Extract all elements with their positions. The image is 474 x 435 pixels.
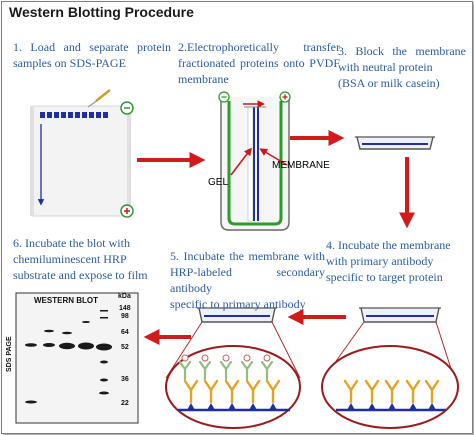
step-6-line-1: 6. Incubate the blot with [13, 236, 130, 250]
western-blot-film [15, 292, 139, 424]
step-6-text: 6. Incubate the blot with chemiluminesce… [13, 235, 163, 283]
sds-page-axis-label: SDS PAGE [6, 336, 13, 372]
gel-label: GEL [208, 177, 229, 188]
step-1-text: 1. Load and separate protein samples on … [13, 39, 171, 71]
western-blot-title: WESTERN BLOT [34, 296, 98, 305]
blot-bands [25, 310, 112, 404]
step-1-line-1: 1. Load and separate protein [13, 40, 171, 54]
flow-arrows [137, 130, 415, 345]
marker-52: 52 [121, 344, 129, 351]
transfer-tank [218, 91, 291, 231]
step-3-text: 3. Block the membrane with neutral prote… [338, 43, 466, 91]
primary-antibody-tray [359, 307, 441, 323]
sds-page-gel [30, 89, 134, 218]
membrane-proteins [187, 403, 436, 410]
step-2-line-1: 2.Electrophoretically transfer [178, 40, 340, 54]
step-2-line-2: fractionated proteins onto PVDF [178, 56, 340, 70]
gel-pointer [230, 147, 252, 176]
step-4-line-2: with primary antibody [326, 254, 434, 268]
marker-64: 64 [121, 329, 129, 336]
blocking-tray [355, 136, 435, 150]
step-4-text: 4. Incubate the membrane with primary an… [326, 237, 468, 285]
step-5-line-3: specific to primary antibody [170, 297, 306, 311]
step-6-line-2: chemiluminescent HRP [13, 252, 127, 266]
kda-label: kDa [118, 293, 131, 300]
pipette-icon [87, 89, 111, 108]
membrane-label: MEMBRANE [272, 160, 330, 171]
marker-36: 36 [121, 376, 129, 383]
secondary-antibodies [178, 360, 274, 381]
step-4-line-3: specific to target protein [326, 270, 443, 284]
step-3-line-3: (BSA or milk casein) [338, 76, 440, 90]
secondary-antibody-tray [197, 307, 277, 323]
hrp-star-icons [181, 354, 271, 362]
marker-98: 98 [121, 313, 129, 320]
primary-antibodies [183, 379, 440, 404]
marker-148: 148 [119, 305, 131, 312]
membrane-pointer [259, 148, 288, 166]
step-5-line-2: HRP-labeled secondary antibody [170, 265, 325, 295]
step-3-line-2: with neutral protein [338, 60, 433, 74]
diagram-title: Western Blotting Procedure [9, 4, 194, 20]
gel-wells [40, 112, 108, 118]
step-6-line-3: substrate and expose to film [13, 268, 148, 282]
step-3-line-1: 3. Block the membrane [338, 44, 466, 58]
step-2-text: 2.Electrophoretically transfer fractiona… [178, 39, 340, 87]
step-5-text: 5. Incubate the membrane with HRP-labele… [170, 248, 325, 312]
marker-22: 22 [121, 400, 129, 407]
step-1-line-2: samples on SDS-PAGE [13, 56, 126, 70]
step-2-line-3: membrane [178, 72, 229, 86]
step-5-line-1: 5. Incubate the membrane with [170, 249, 325, 263]
step-4-line-1: 4. Incubate the membrane [326, 238, 451, 252]
